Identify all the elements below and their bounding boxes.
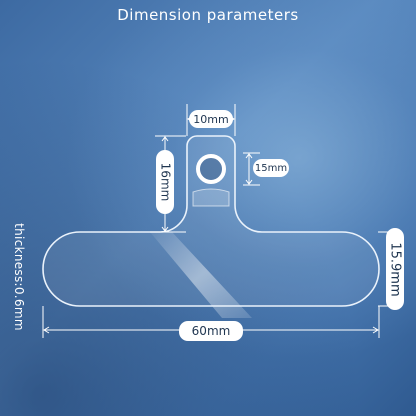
label-width-text: 60mm — [191, 324, 231, 338]
page-title: Dimension parameters — [117, 6, 299, 24]
dim-16mm-arrow-top — [161, 136, 169, 142]
label-tab-height: 16mm — [156, 150, 174, 214]
label-hole: 15mm — [253, 159, 289, 177]
label-hole-text: 15mm — [254, 162, 288, 174]
label-thickness: thickness:0.6mm — [4, 222, 34, 332]
tab-hole — [196, 154, 226, 184]
label-tab-height-text: 16mm — [158, 162, 172, 202]
dim-15mm-arrow-bottom — [245, 179, 253, 185]
label-width: 60mm — [179, 321, 243, 341]
label-thickness-text: thickness:0.6mm — [12, 223, 27, 331]
glare-reflection — [150, 232, 252, 318]
dim-16mm-arrow-bottom — [161, 226, 169, 232]
dim-60mm-arrow-left — [43, 326, 50, 334]
label-height-text: 15.9mm — [387, 241, 403, 297]
dim-60mm-arrow-right — [372, 326, 379, 334]
dim-15mm-arrow-top — [245, 153, 253, 159]
label-top-width: 10mm — [189, 110, 233, 128]
tab-detail — [192, 188, 230, 207]
label-top-width-text: 10mm — [193, 112, 229, 126]
label-height: 15.9mm — [386, 228, 404, 310]
patch-outline — [42, 135, 380, 307]
